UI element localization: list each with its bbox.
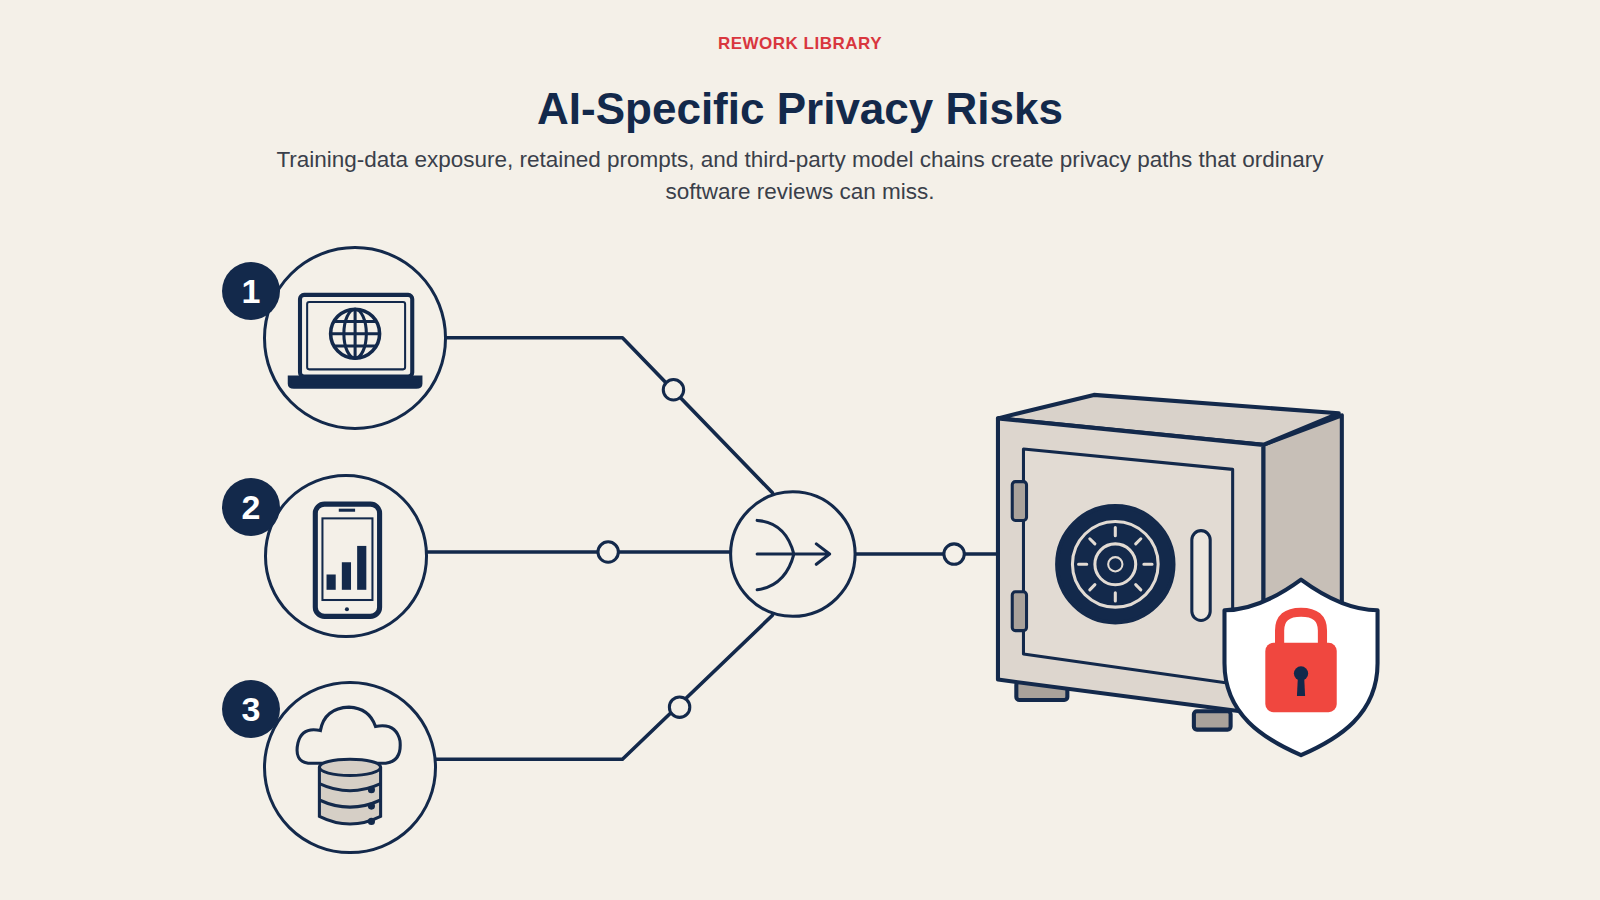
merge-circle — [731, 492, 855, 616]
safe-illustration — [998, 395, 1342, 730]
wire-dot — [944, 544, 964, 564]
wire-dot — [598, 542, 618, 562]
wire — [447, 338, 773, 493]
source-circle: 1 — [263, 246, 447, 430]
cloud-database-icon — [297, 707, 400, 824]
phone-icon — [315, 504, 379, 616]
wire — [856, 552, 996, 556]
wire — [428, 550, 732, 554]
source-circle: 3 — [263, 681, 436, 854]
shield-lock — [1224, 580, 1377, 756]
source-circle: 2 — [264, 474, 427, 637]
diagram-caption: Training-data exposure, retained prompts… — [255, 144, 1345, 208]
wire-dot — [663, 380, 683, 400]
eyebrow-label: REWORK LIBRARY — [500, 34, 1100, 54]
wire — [436, 615, 773, 759]
wire-dot — [669, 697, 689, 717]
diagram-title: AI-Specific Privacy Risks — [200, 84, 1400, 134]
callout-number: 3 — [222, 680, 280, 738]
callout-number: 1 — [222, 262, 280, 320]
merge-symbol — [757, 520, 829, 589]
callout-number: 2 — [222, 478, 280, 536]
laptop-icon — [290, 295, 421, 387]
